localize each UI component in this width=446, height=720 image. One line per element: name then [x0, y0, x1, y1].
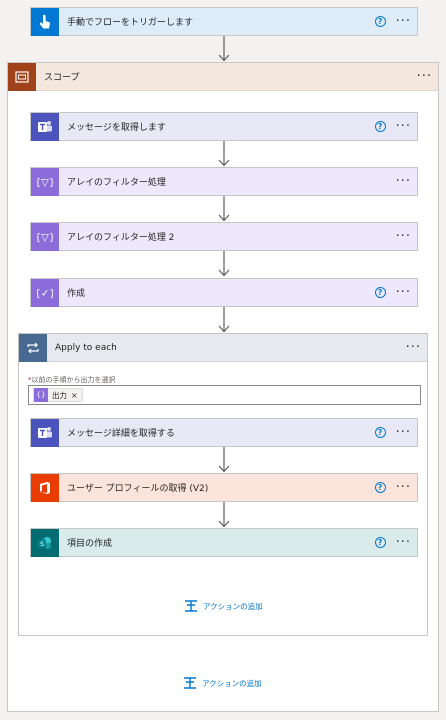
more-options-icon[interactable]: ···: [395, 174, 411, 189]
action-title: アレイのフィルター処理 2: [67, 233, 175, 243]
sharepoint-icon: S: [31, 528, 59, 557]
loop-icon: [19, 333, 47, 362]
trigger-title: 手動でフローをトリガーします: [67, 18, 194, 28]
action-card-get-message-details[interactable]: メッセージ詳細を取得する ? ···: [30, 418, 418, 447]
add-action-label: アクションの追加: [203, 601, 263, 611]
output-token[interactable]: {} 出力 ×: [33, 388, 83, 402]
remove-token-icon[interactable]: ×: [71, 390, 78, 400]
more-options-icon[interactable]: ···: [416, 69, 432, 84]
required-mark: *: [28, 376, 32, 384]
teams-icon: [31, 418, 59, 447]
help-icon[interactable]: ?: [374, 537, 386, 548]
office365-icon: [31, 473, 59, 502]
connector-arrow: [218, 196, 230, 222]
add-action-link[interactable]: アクションの追加: [183, 677, 262, 689]
scope-header[interactable]: スコープ ···: [8, 62, 438, 91]
apply-to-each-title: Apply to each: [55, 342, 117, 353]
add-action-link[interactable]: アクションの追加: [184, 600, 263, 612]
connector-arrow: [218, 502, 230, 528]
add-action-icon: [184, 600, 198, 612]
apply-to-each-header[interactable]: Apply to each ···: [19, 333, 427, 362]
add-action-label: アクションの追加: [202, 678, 262, 688]
add-action-icon: [183, 677, 197, 689]
scope-icon: [8, 62, 36, 91]
data-operation-icon: {▽}: [31, 167, 59, 196]
action-card-get-user-profile[interactable]: ユーザー プロフィールの取得 (V2) ? ···: [30, 473, 418, 502]
help-icon[interactable]: ?: [374, 16, 386, 27]
data-operation-icon: {}: [34, 388, 48, 402]
help-icon[interactable]: ?: [374, 121, 386, 132]
connector-arrow: [218, 307, 230, 333]
touch-icon: [31, 7, 59, 36]
more-options-icon[interactable]: ···: [395, 119, 411, 134]
action-title: アレイのフィルター処理: [67, 178, 166, 188]
svg-text:{✓}: {✓}: [37, 288, 53, 299]
action-title: 項目の作成: [67, 539, 113, 549]
select-output-input[interactable]: {} 出力 ×: [28, 385, 421, 405]
more-options-icon[interactable]: ···: [395, 14, 411, 29]
svg-text:{▽}: {▽}: [37, 232, 53, 243]
connector-arrow: [218, 141, 230, 167]
action-title: メッセージを取得します: [67, 123, 166, 133]
more-options-icon[interactable]: ···: [395, 229, 411, 244]
teams-icon: [31, 112, 59, 141]
connector-arrow: [218, 447, 230, 473]
output-token-label: 出力: [52, 390, 67, 400]
help-icon[interactable]: ?: [374, 427, 386, 438]
action-title: 作成: [67, 289, 86, 299]
action-card-create-item[interactable]: S 項目の作成 ? ···: [30, 528, 418, 557]
more-options-icon[interactable]: ···: [395, 535, 411, 550]
connector-arrow: [218, 251, 230, 277]
action-card-get-messages[interactable]: メッセージを取得します ? ···: [30, 112, 418, 141]
action-card-filter-array-2[interactable]: {▽} アレイのフィルター処理 2 ···: [30, 222, 418, 251]
scope-title: スコープ: [44, 73, 80, 83]
trigger-card[interactable]: 手動でフローをトリガーします ? ···: [30, 7, 418, 36]
data-operation-icon: {▽}: [31, 222, 59, 251]
more-options-icon[interactable]: ···: [405, 340, 421, 355]
action-title: メッセージ詳細を取得する: [67, 429, 175, 439]
connector-arrow: [218, 36, 230, 62]
action-card-filter-array[interactable]: {▽} アレイのフィルター処理 ···: [30, 167, 418, 196]
svg-text:{▽}: {▽}: [37, 177, 53, 188]
help-icon[interactable]: ?: [374, 482, 386, 493]
help-icon[interactable]: ?: [374, 287, 386, 298]
svg-text:S: S: [40, 541, 44, 548]
compose-icon: {✓}: [31, 278, 59, 307]
action-title: ユーザー プロフィールの取得 (V2): [67, 484, 209, 494]
more-options-icon[interactable]: ···: [395, 425, 411, 440]
action-card-compose[interactable]: {✓} 作成 ? ···: [30, 278, 418, 307]
more-options-icon[interactable]: ···: [395, 480, 411, 495]
select-output-label-text: 以前の手順から出力を選択: [31, 376, 116, 384]
select-output-label: *以前の手順から出力を選択: [28, 375, 116, 385]
more-options-icon[interactable]: ···: [395, 285, 411, 300]
